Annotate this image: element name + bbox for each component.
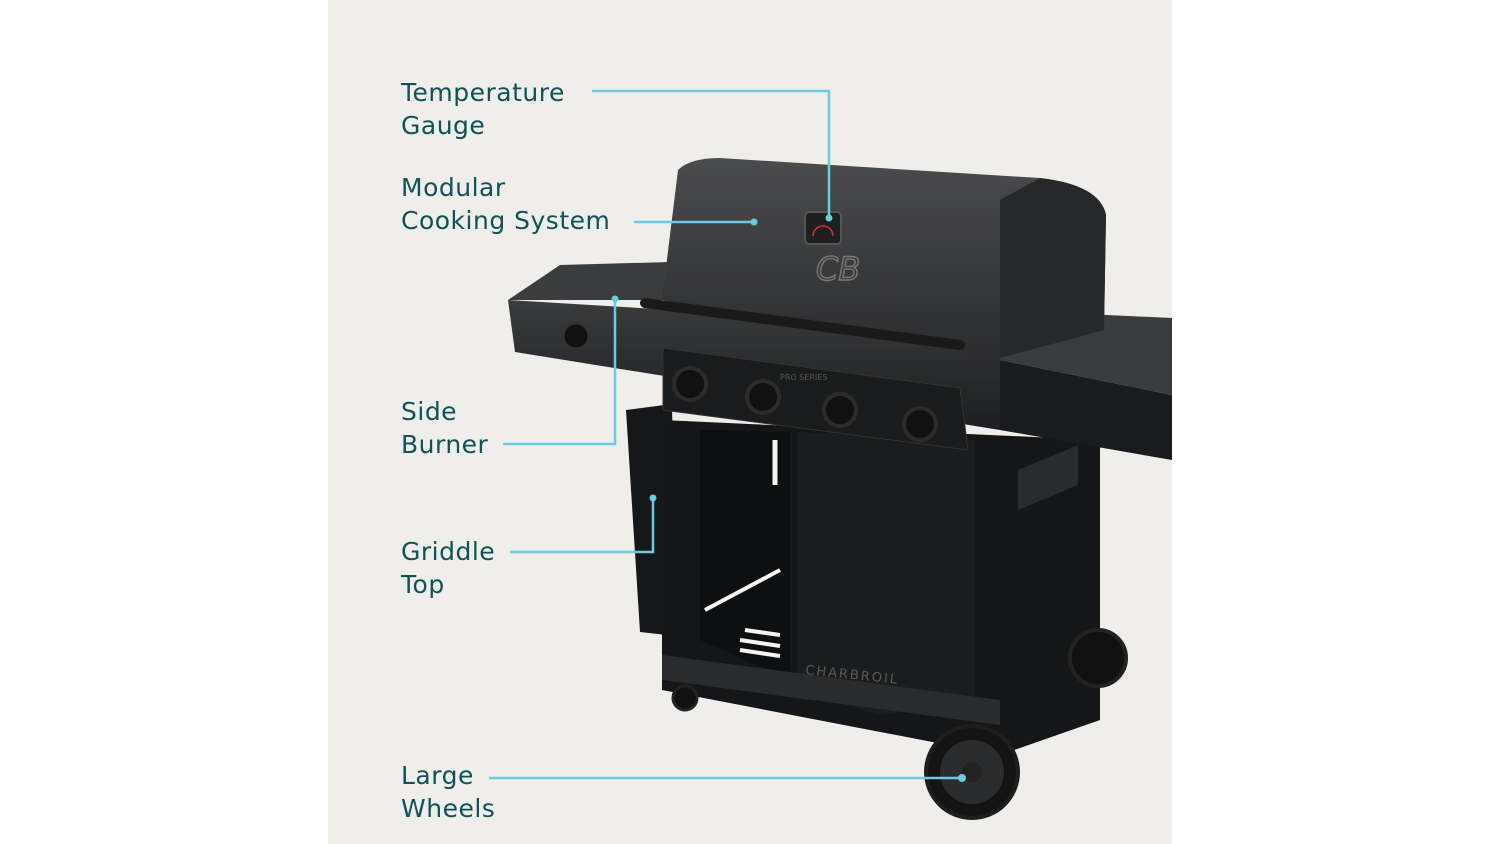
lid: CB [640, 158, 1106, 358]
lid-logo: CB [816, 250, 860, 288]
burner-knob [745, 379, 781, 415]
label-line: Top [401, 570, 445, 599]
label-line: Burner [401, 430, 489, 459]
cart-frame [662, 420, 1100, 755]
callout-line-side-burner [503, 299, 617, 446]
label-line: Large [401, 761, 474, 790]
label-line: Cooking System [401, 206, 611, 235]
callout-line-temperature-gauge [592, 89, 831, 218]
label-line: Temperature [401, 78, 565, 107]
burner-knob [672, 366, 708, 402]
label-side-burner: Side Burner [401, 395, 488, 461]
label-line: Gauge [401, 111, 486, 140]
label-line: Modular [401, 173, 506, 202]
label-line: Wheels [401, 794, 496, 823]
temperature-gauge-dial [804, 211, 842, 245]
lid-handle [640, 298, 965, 350]
callout-line-griddle-top [510, 498, 655, 554]
wheels [671, 628, 1128, 820]
label-line: Griddle [401, 537, 496, 566]
control-panel-text: PRO SERIES [780, 373, 827, 382]
burner-knob [902, 406, 938, 442]
label-modular-cooking-system: Modular Cooking System [401, 171, 610, 237]
burner-knob [822, 392, 858, 428]
callout-lines [489, 89, 962, 780]
side-burner-knob [561, 321, 591, 351]
label-temperature-gauge: Temperature Gauge [401, 76, 565, 142]
label-large-wheels: Large Wheels [401, 759, 495, 825]
callout-dots [611, 214, 966, 782]
control-panel: PRO SERIES [662, 347, 969, 451]
label-line: Side [401, 397, 458, 426]
label-griddle-top: Griddle Top [401, 535, 495, 601]
